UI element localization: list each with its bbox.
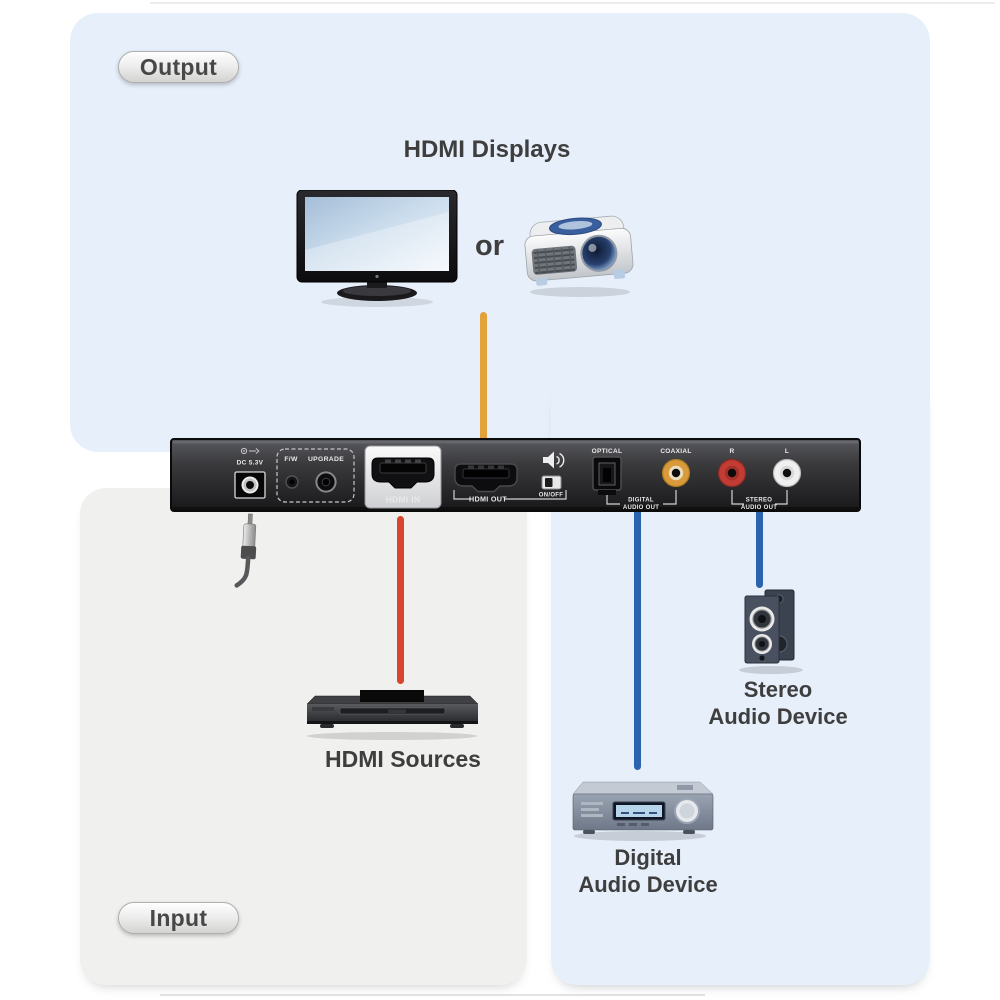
hdmi-out-cable [480, 312, 487, 442]
or-text: or [475, 230, 504, 262]
upgrade-label: UPGRADE [308, 456, 344, 463]
projector-grille [531, 245, 578, 275]
speakers-icon [739, 589, 803, 674]
input-section-label: Input [149, 904, 208, 931]
dvd-player-icon [306, 690, 479, 740]
bottom-divider-line [160, 994, 705, 996]
stereo-audio-out-group: STEREO AUDIO OUT [731, 490, 788, 511]
top-divider-line [150, 2, 995, 4]
output-section-label: Output [139, 53, 218, 80]
stereo-line1: Stereo [743, 677, 813, 702]
onoff-label: ON/OFF [539, 493, 563, 499]
fw-label: F/W [284, 456, 298, 463]
digital-audio-device-title: Digital Audio Device [548, 844, 748, 898]
dc-power-jack: DC 5.3V [234, 447, 266, 499]
firmware-upgrade-group: F/W UPGRADE [276, 448, 355, 503]
rca-right-label: R [730, 448, 735, 455]
output-zone-panel [70, 13, 930, 452]
digital-line1: Digital [614, 845, 682, 870]
hdmi-out-label: HDMI OUT [469, 495, 507, 504]
stereo-out-label-line1: STEREO [746, 498, 773, 504]
stereo-audio-cable [756, 508, 763, 588]
digital-line2: Audio Device [578, 872, 718, 897]
hdmi-in-cable [397, 516, 404, 684]
optical-port: OPTICAL [592, 448, 623, 495]
rca-left-label: L [785, 448, 789, 455]
optical-label: OPTICAL [592, 448, 623, 455]
speaker-icon [543, 451, 554, 469]
stereo-audio-device-title: Stereo Audio Device [678, 676, 878, 730]
input-section-badge: Input [118, 902, 239, 934]
audio-onoff-switch: ON/OFF [539, 451, 565, 499]
dc-label: DC 5.3V [237, 460, 264, 467]
coaxial-label: COAXIAL [660, 448, 691, 455]
coaxial-port: COAXIAL [660, 448, 691, 488]
hdmi-in-label: HDMI IN [386, 495, 421, 505]
digital-audio-cable [634, 508, 641, 770]
tv-icon [296, 190, 458, 307]
hdmi-displays-title: HDMI Displays [403, 136, 571, 163]
hdmi-sources-title: HDMI Sources [325, 746, 481, 772]
audio-extractor-rear-panel: DC 5.3V F/W UPGRADE HDMI IN [170, 438, 861, 512]
digital-audio-out-group: DIGITAL AUDIO OUT [606, 490, 677, 511]
hdmi-in-port: HDMI IN [364, 445, 442, 509]
projector-icon [524, 215, 634, 297]
stereo-line2: Audio Device [708, 704, 848, 729]
digital-out-label-line2: AUDIO OUT [623, 505, 659, 511]
digital-out-label-line1: DIGITAL [628, 498, 654, 504]
receiver-icon [572, 781, 714, 841]
power-plug-icon [234, 513, 257, 588]
rca-right-port: R [717, 448, 747, 488]
rca-left-port: L [772, 448, 802, 488]
stereo-out-label-line2: AUDIO OUT [741, 505, 777, 511]
hdmi-out-port: HDMI OUT [453, 463, 567, 504]
output-section-badge: Output [118, 51, 239, 83]
